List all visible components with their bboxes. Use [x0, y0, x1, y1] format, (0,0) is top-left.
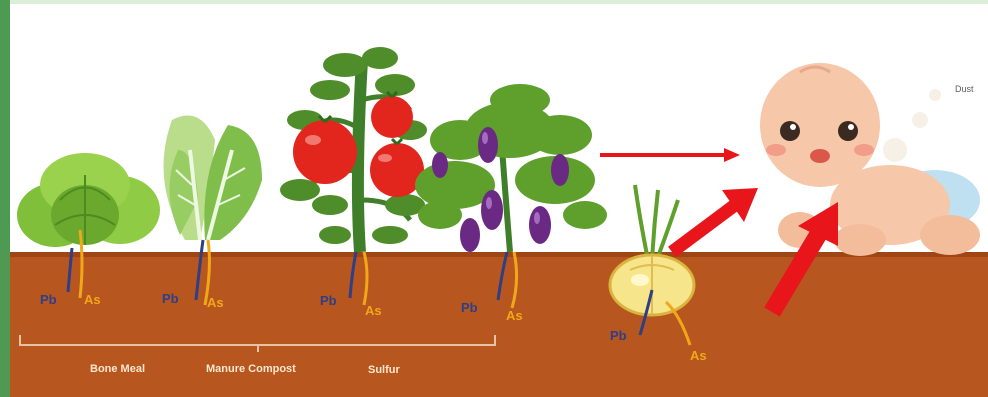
amendment-label-sulfur: Sulfur — [368, 364, 400, 376]
tomato-fruit — [371, 96, 413, 138]
baby-head — [760, 63, 880, 187]
tomato-pb-label: Pb — [320, 293, 337, 308]
soil-surface-line — [10, 252, 988, 257]
eggplant-as-label: As — [506, 308, 523, 323]
eggplant-pb-label: Pb — [461, 300, 478, 315]
tomato-as-label: As — [365, 303, 382, 318]
amendment-label-manure-compost: Manure Compost — [206, 363, 296, 375]
amendment-label-bone-meal: Bone Meal — [90, 363, 145, 375]
onion-as-label: As — [690, 348, 707, 363]
onion-pb-label: Pb — [610, 328, 627, 343]
dust-label: Dust — [955, 84, 974, 94]
soil-layer — [10, 252, 988, 397]
left-border — [0, 0, 10, 397]
bok-choy-pb-label: Pb — [162, 291, 179, 306]
tomato-fruit — [293, 120, 357, 184]
bok-choy-as-label: As — [207, 295, 224, 310]
lettuce-as-label: As — [84, 292, 101, 307]
top-border — [0, 0, 988, 4]
lettuce-pb-label: Pb — [40, 292, 57, 307]
